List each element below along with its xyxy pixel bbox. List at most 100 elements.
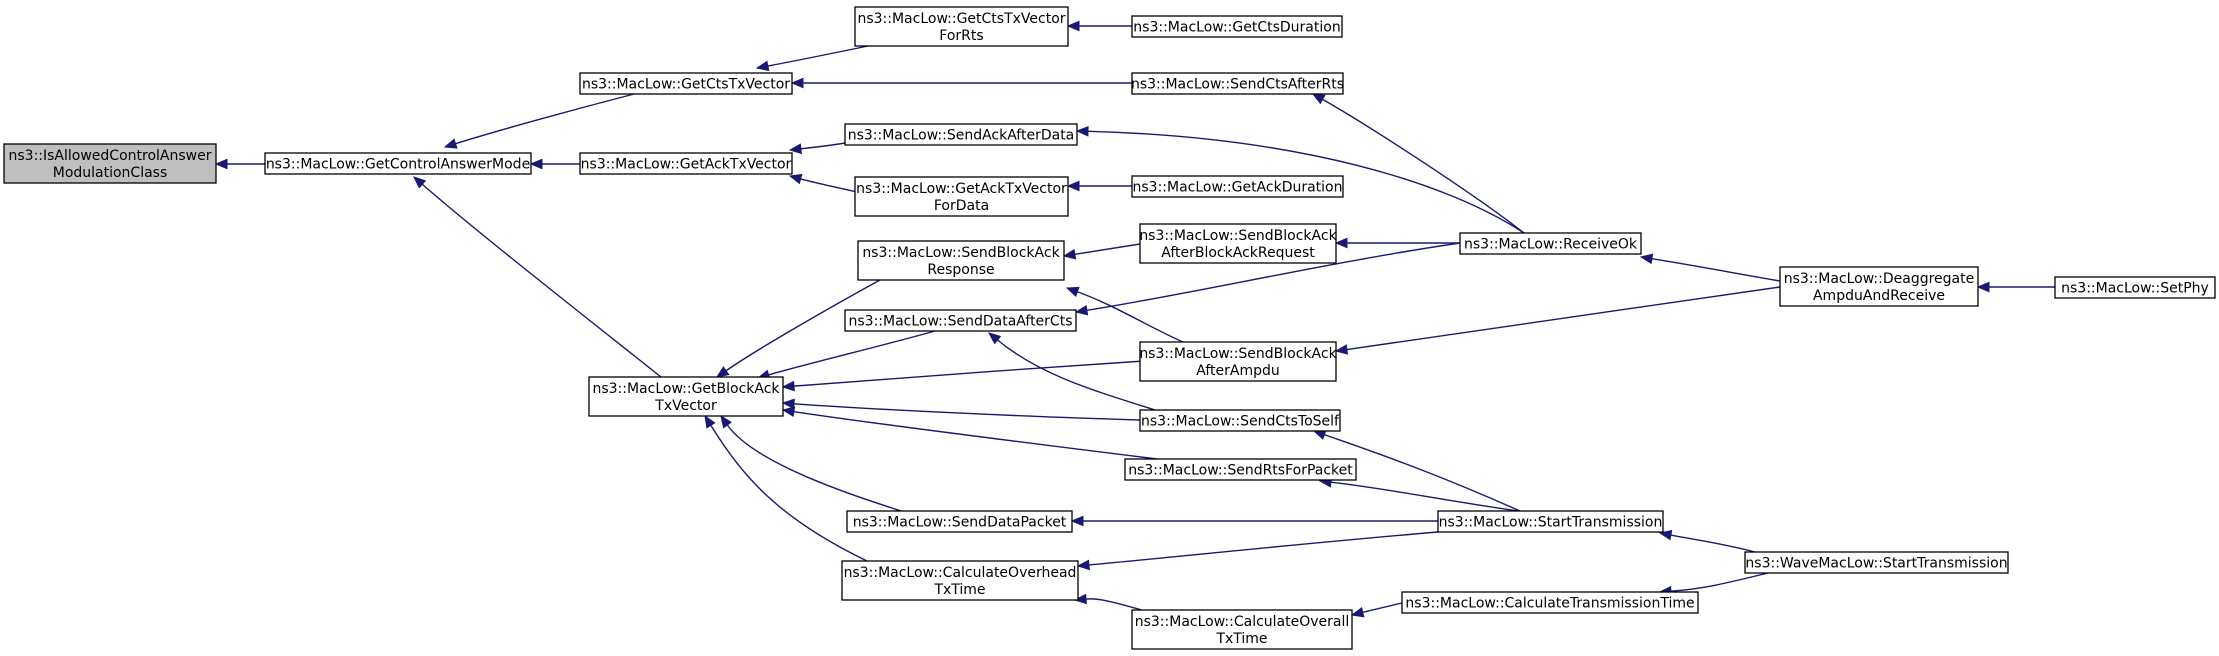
arrowhead-deaggregateampdu-to-receiveok <box>1639 253 1654 265</box>
arrowhead-receiveok-to-senddataaftercts <box>1074 304 1089 316</box>
edge-sendblockackafterampdu-to-sendblockackresponse <box>1077 291 1184 343</box>
node-sendackafterdata[interactable]: ns3::MacLow::SendAckAfterData <box>844 123 1078 146</box>
edge-getctstxvector-to-getcontrolanswermode <box>455 93 635 145</box>
node-setphy[interactable]: ns3::MacLow::SetPhy <box>2054 276 2216 299</box>
node-box-getctstxvectorforrts <box>854 6 1069 47</box>
node-senddatapacket[interactable]: ns3::MacLow::SendDataPacket <box>846 510 1073 533</box>
node-box-calculateoveralltxtime <box>1131 609 1353 650</box>
edge-calculatetransmissiontime-to-calculateoveralltxtime <box>1362 602 1403 614</box>
node-label-getblockacktxvector-line-2: TxVector <box>654 398 717 414</box>
node-box-deaggregateampdu <box>1779 266 1979 307</box>
node-label-senddataaftercts-line-1: ns3::MacLow::SendDataAfterCts <box>849 314 1073 330</box>
node-box-isallowed <box>3 143 217 184</box>
arrowhead-getackduration-to-getacktxvectorfordata <box>1066 180 1080 192</box>
node-box-senddataaftercts <box>844 309 1077 332</box>
node-receiveok[interactable]: ns3::MacLow::ReceiveOk <box>1459 232 1642 255</box>
node-getacktxvector[interactable]: ns3::MacLow::GetAckTxVector <box>579 152 793 175</box>
node-label-getctstxvector-line-1: ns3::MacLow::GetCtsTxVector <box>582 77 790 93</box>
node-getctstxvector[interactable]: ns3::MacLow::GetCtsTxVector <box>579 72 793 95</box>
arrowhead-starttransmission-to-calculateoverheadtxtime <box>1076 559 1090 571</box>
node-label-sendblockackafterampdu-line-1: ns3::MacLow::SendBlockAck <box>1139 346 1337 362</box>
edge-sendackafterdata-to-getacktxvector <box>800 142 846 150</box>
node-getctsduration[interactable]: ns3::MacLow::GetCtsDuration <box>1131 15 1343 38</box>
node-sendctstoself[interactable]: ns3::MacLow::SendCtsToSelf <box>1139 409 1341 432</box>
edge-sendrtsforpacket-to-getblockacktxvector <box>793 410 1158 460</box>
arrowhead-getcontrolanswermode-to-isallowed <box>214 158 228 170</box>
node-label-getctstxvectorforrts-line-2: ForRts <box>939 28 983 44</box>
node-senddataaftercts[interactable]: ns3::MacLow::SendDataAfterCts <box>844 309 1077 332</box>
edge-receiveok-to-sendctsafterrts <box>1322 98 1525 234</box>
edge-receiveok-to-senddataaftercts <box>1086 242 1461 311</box>
node-box-receiveok <box>1459 232 1642 255</box>
arrowhead-receiveok-to-sendackafterdata <box>1075 125 1089 137</box>
node-sendctsafterrts[interactable]: ns3::MacLow::SendCtsAfterRts <box>1131 72 1344 95</box>
node-box-sendctsafterrts <box>1131 72 1344 95</box>
arrowhead-setphy-to-deaggregateampdu <box>1976 281 1990 293</box>
node-sendblockackafterbar[interactable]: ns3::MacLow::SendBlockAckAfterBlockAckRe… <box>1139 223 1338 264</box>
node-label-sendblockackresponse-line-1: ns3::MacLow::SendBlockAck <box>862 245 1060 261</box>
node-label-sendblockackafterbar-line-1: ns3::MacLow::SendBlockAck <box>1139 228 1337 244</box>
nodes-layer: ns3::IsAllowedControlAnswerModulationCla… <box>3 6 2216 650</box>
edge-deaggregateampdu-to-receiveok <box>1651 258 1781 282</box>
node-box-wavestarttransmission <box>1744 551 2009 574</box>
arrowhead-getblockacktxvector-to-getcontrolanswermode <box>413 176 427 189</box>
node-label-calculateoverheadtxtime-line-1: ns3::MacLow::CalculateOverhead <box>844 565 1077 581</box>
node-getackduration[interactable]: ns3::MacLow::GetAckDuration <box>1131 175 1344 198</box>
node-label-setphy-line-1: ns3::MacLow::SetPhy <box>2061 281 2209 297</box>
edges-layer <box>214 20 2055 618</box>
node-box-sendblockackafterampdu <box>1139 341 1337 382</box>
arrowhead-getacktxvectorfordata-to-getacktxvector <box>788 173 803 185</box>
arrowhead-receiveok-to-sendblockackafterbar <box>1334 237 1348 249</box>
node-getcontrolanswermode[interactable]: ns3::MacLow::GetControlAnswerMode <box>264 152 532 175</box>
edge-senddataaftercts-to-getblockacktxvector <box>768 330 936 376</box>
node-label-starttransmission-line-1: ns3::MacLow::StartTransmission <box>1439 515 1663 531</box>
node-box-getcontrolanswermode <box>264 152 532 175</box>
edge-starttransmission-to-sendrtsforpacket <box>1330 481 1519 512</box>
node-isallowed[interactable]: ns3::IsAllowedControlAnswerModulationCla… <box>3 143 217 184</box>
arrowhead-sendrtsforpacket-to-getblockacktxvector <box>781 406 796 418</box>
node-box-sendblockackresponse <box>857 240 1065 281</box>
arrowhead-getctstxvectorforrts-to-getctstxvector <box>755 60 770 72</box>
arrowhead-receiveok-to-sendctsafterrts <box>1311 93 1326 105</box>
arrowhead-getctstxvector-to-getcontrolanswermode <box>443 138 458 149</box>
edge-sendblockackafterampdu-to-getblockacktxvector <box>793 360 1145 387</box>
arrowhead-senddatapacket-to-getblockacktxvector <box>720 414 733 429</box>
node-label-deaggregateampdu-line-1: ns3::MacLow::Deaggregate <box>1784 271 1974 287</box>
edge-getblockacktxvector-to-getcontrolanswermode <box>421 183 662 378</box>
node-label-sendblockackresponse-line-2: Response <box>927 262 994 278</box>
node-calculatetransmissiontime[interactable]: ns3::MacLow::CalculateTransmissionTime <box>1401 591 1699 614</box>
node-box-calculateoverheadtxtime <box>841 560 1079 601</box>
node-label-getctsduration-line-1: ns3::MacLow::GetCtsDuration <box>1133 20 1340 36</box>
node-label-isallowed-line-1: ns3::IsAllowedControlAnswer <box>9 148 212 164</box>
node-label-sendackafterdata-line-1: ns3::MacLow::SendAckAfterData <box>848 128 1075 144</box>
edge-senddatapacket-to-getblockacktxvector <box>726 424 902 512</box>
edge-starttransmission-to-calculateoverheadtxtime <box>1088 531 1439 566</box>
node-label-calculateoverheadtxtime-line-2: TxTime <box>933 582 985 598</box>
node-wavestarttransmission[interactable]: ns3::WaveMacLow::StartTransmission <box>1744 551 2009 574</box>
node-label-senddatapacket-line-1: ns3::MacLow::SendDataPacket <box>853 515 1067 531</box>
node-sendrtsforpacket[interactable]: ns3::MacLow::SendRtsForPacket <box>1124 458 1357 481</box>
edge-sendctstoself-to-senddataaftercts <box>997 339 1156 411</box>
node-label-sendrtsforpacket-line-1: ns3::MacLow::SendRtsForPacket <box>1128 463 1353 479</box>
node-box-sendackafterdata <box>844 123 1078 146</box>
node-box-getctsduration <box>1131 15 1343 38</box>
arrowhead-sendackafterdata-to-getacktxvector <box>788 143 802 155</box>
arrowhead-getctsduration-to-getctstxvectorforrts <box>1066 20 1080 32</box>
edge-sendblockackafterbar-to-sendblockackresponse <box>1074 243 1141 255</box>
node-box-setphy <box>2054 276 2216 299</box>
node-box-calculatetransmissiontime <box>1401 591 1699 614</box>
node-label-calculateoveralltxtime-line-1: ns3::MacLow::CalculateOverall <box>1135 614 1350 630</box>
node-starttransmission[interactable]: ns3::MacLow::StartTransmission <box>1437 510 1664 533</box>
node-label-deaggregateampdu-line-2: AmpduAndReceive <box>1813 288 1945 304</box>
edge-wavestarttransmission-to-calculatetransmissiontime <box>1670 572 1769 592</box>
node-label-sendctsafterrts-line-1: ns3::MacLow::SendCtsAfterRts <box>1131 77 1344 93</box>
